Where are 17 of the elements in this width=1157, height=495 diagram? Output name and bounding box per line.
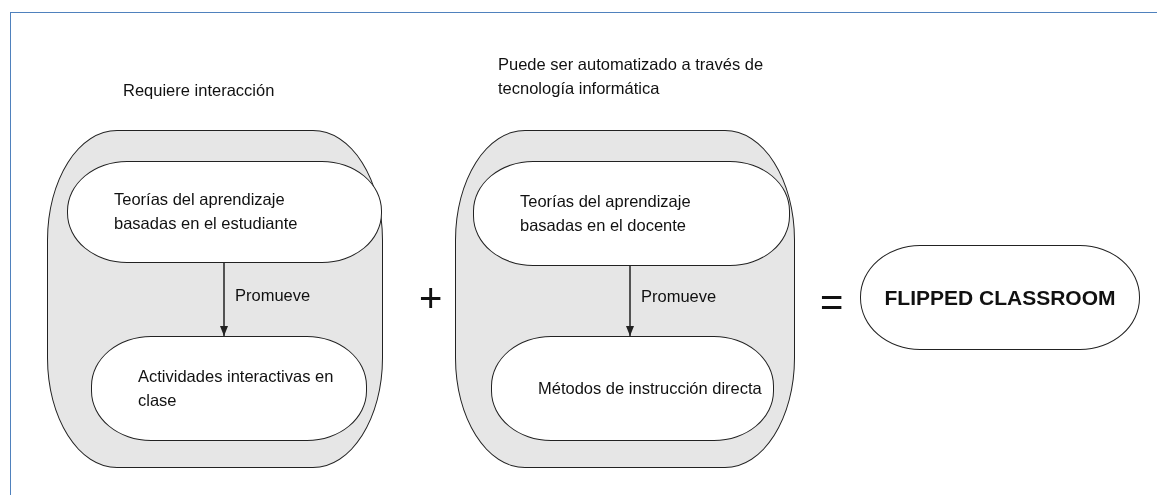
edge-label: Promueve [641,287,717,306]
box-label: Métodos de instrucción directa [537,377,762,399]
rounded-box [491,336,774,441]
arrow [625,265,635,337]
rounded-box [67,161,382,263]
box-label: Actividades interactivas en clase [137,365,335,411]
box-label: Teorías del aprendizaje basadas en el estudiante [113,189,299,234]
equals-sign: = [820,282,844,322]
rounded-box [91,336,367,441]
group-heading: Puede ser automatizado a través de tecnología informática [498,54,765,99]
arrow [219,262,229,337]
group-heading: Requiere interacción [123,80,276,101]
edge-label: Promueve [235,285,311,305]
rounded-box [473,161,790,266]
result-label: FLIPPED CLASSROOM [884,285,1116,310]
box-label: Teorías del aprendizaje basadas en el docente [519,190,692,236]
plus-sign: + [419,278,443,318]
